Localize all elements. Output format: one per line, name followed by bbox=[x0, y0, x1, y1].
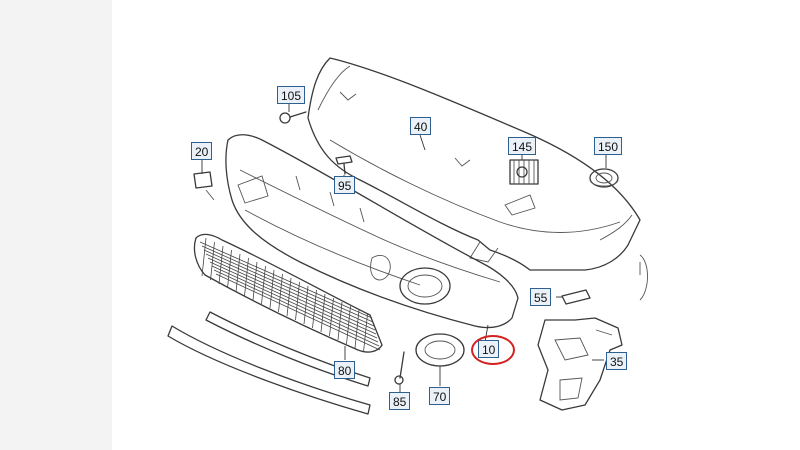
bumper-cover-drawing bbox=[307, 57, 648, 301]
grille-drawing bbox=[193, 233, 383, 353]
bracket-drawing bbox=[537, 317, 623, 411]
clip-drawing bbox=[193, 171, 215, 201]
highlight-circle bbox=[471, 335, 515, 365]
fog-ring-drawing bbox=[415, 333, 465, 367]
diagram-sheet bbox=[112, 0, 800, 450]
tow-cap-drawing bbox=[589, 168, 619, 188]
callout-35[interactable]: 35 bbox=[606, 352, 628, 370]
callout-20[interactable]: 20 bbox=[191, 142, 213, 160]
screw-85-drawing bbox=[394, 351, 405, 385]
callout-70[interactable]: 70 bbox=[429, 387, 451, 405]
cover-55-drawing bbox=[561, 289, 591, 305]
callout-145[interactable]: 145 bbox=[508, 137, 537, 155]
callout-150[interactable]: 150 bbox=[594, 137, 623, 155]
trim-strip-drawing bbox=[167, 311, 371, 415]
clip-95-drawing bbox=[335, 155, 353, 175]
callout-85[interactable]: 85 bbox=[389, 392, 411, 410]
screw-105-drawing bbox=[279, 111, 307, 124]
callout-105[interactable]: 105 bbox=[277, 86, 306, 104]
lower-spoiler-drawing bbox=[225, 134, 519, 329]
callout-95[interactable]: 95 bbox=[334, 176, 356, 194]
callout-80[interactable]: 80 bbox=[334, 361, 356, 379]
callout-40[interactable]: 40 bbox=[410, 117, 432, 135]
emblem-drawing bbox=[509, 159, 539, 185]
callout-55[interactable]: 55 bbox=[530, 288, 552, 306]
leader-lines bbox=[201, 104, 607, 392]
